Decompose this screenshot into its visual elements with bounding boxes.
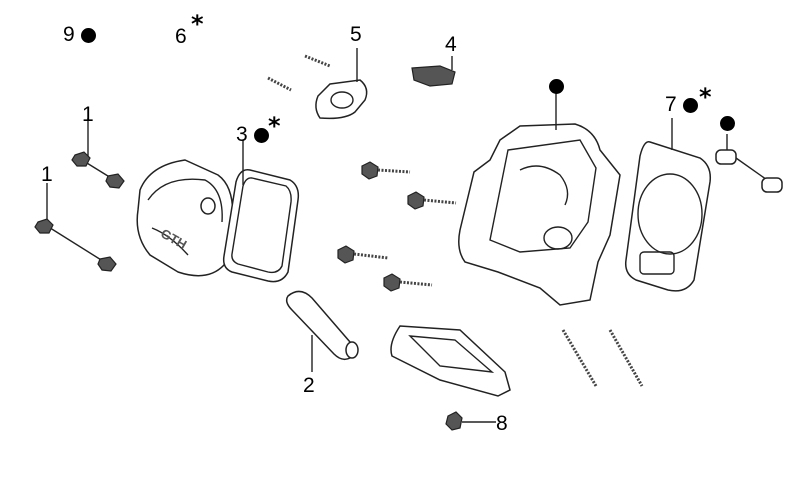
intake-gasket <box>315 48 368 120</box>
cylinder-head-gasket <box>624 118 712 292</box>
callout-8-number: 8 <box>496 412 508 435</box>
callout-6-number: 6 <box>175 25 187 48</box>
callout-1-lower: 1 <box>41 164 53 185</box>
cylinder-head-cover: GTH <box>136 159 234 277</box>
dot-marker-cylinder-head <box>549 79 564 94</box>
asterisk-marker-6: * <box>191 10 204 38</box>
dot-marker <box>682 97 698 113</box>
callout-3-number: 3 <box>236 123 248 146</box>
stud-bolts-part-6 <box>267 54 331 92</box>
deflector-plate <box>390 325 511 397</box>
cylinder-head <box>458 92 621 306</box>
dot-marker-dowel <box>720 116 735 131</box>
callout-2-number: 2 <box>303 374 315 397</box>
breather-hose <box>285 290 359 372</box>
dot-marker <box>80 27 96 43</box>
asterisk-marker-3: * <box>268 112 281 140</box>
callout-2: 2 <box>303 375 315 396</box>
callout-4: 4 <box>445 34 457 55</box>
cover-gasket <box>222 140 300 283</box>
callout-9: 9 <box>63 24 96 45</box>
callout-3: 3 <box>236 124 269 145</box>
callout-5-number: 5 <box>350 23 362 46</box>
dot-marker <box>253 127 269 143</box>
clip-part-8 <box>445 411 496 431</box>
spark-plug <box>411 56 456 87</box>
callout-7: 7 <box>665 94 698 115</box>
long-studs <box>561 329 644 387</box>
callout-9-number: 9 <box>63 23 75 46</box>
callout-4-number: 4 <box>445 33 457 56</box>
callout-6: 6 <box>175 26 187 47</box>
callout-1-upper: 1 <box>82 104 94 125</box>
dowel-pins <box>715 134 783 193</box>
callout-8: 8 <box>496 413 508 434</box>
callout-5: 5 <box>350 24 362 45</box>
bolt-part-1-upper <box>71 118 125 189</box>
callout-1-number: 1 <box>41 163 53 186</box>
asterisk-marker-7: * <box>699 83 712 111</box>
callout-7-number: 7 <box>665 93 677 116</box>
head-bolts <box>337 161 457 292</box>
callout-1-number: 1 <box>82 103 94 126</box>
bolt-part-1-lower <box>34 183 117 272</box>
